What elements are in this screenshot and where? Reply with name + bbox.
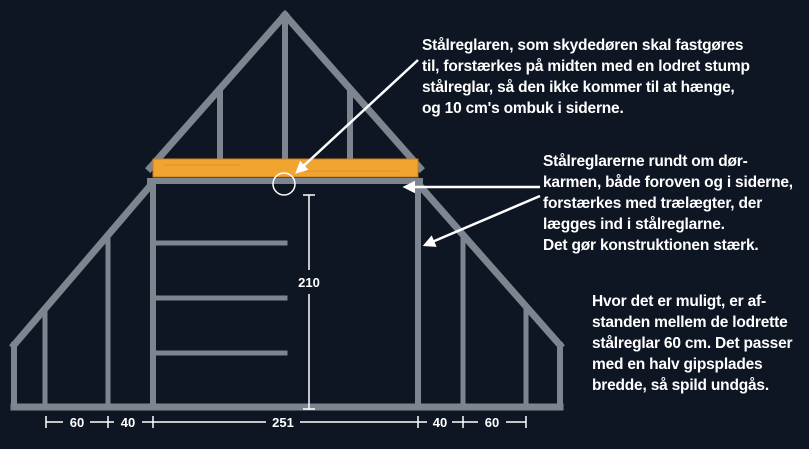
wood-header-beam	[152, 158, 419, 178]
arrow-to-jamb	[422, 194, 541, 247]
dim-opening-width: 251	[272, 415, 294, 430]
height-label: 210	[298, 275, 320, 290]
center-stump-highlight	[272, 172, 296, 196]
stud-spacing-note: Hvor det er muligt, er af- standen melle…	[592, 293, 793, 394]
steel-frame	[9, 10, 565, 411]
dim-right-inner: 40	[433, 415, 447, 430]
left-lower-slope	[9, 181, 155, 350]
arrow-to-stump	[295, 59, 419, 174]
dim-right-outer: 60	[485, 415, 499, 430]
pointer-arrows	[295, 59, 541, 247]
door-frame-note: Stålreglarerne rundt om dør- karmen, båd…	[543, 153, 793, 254]
dim-left-outer: 60	[70, 415, 84, 430]
dim-left-inner: 40	[121, 415, 135, 430]
height-dimension	[303, 194, 315, 410]
width-dimension	[45, 416, 527, 428]
right-lower-slope	[415, 181, 565, 350]
header-reinforcement-note: Stålreglaren, som skydedøren skal fastgø…	[422, 37, 750, 117]
